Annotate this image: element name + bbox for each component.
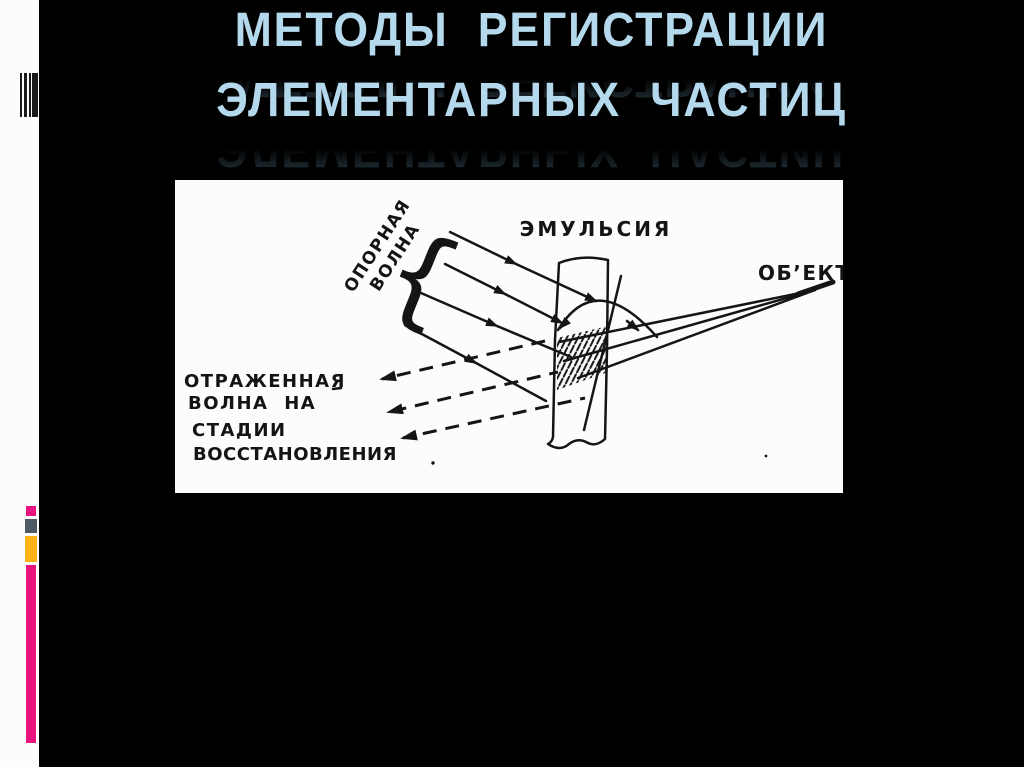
- svg-text:ОТРАЖЕННАЯ: ОТРАЖЕННАЯ: [184, 371, 346, 392]
- pink-square-marker: [26, 506, 36, 516]
- title-line-1: МЕТОДЫ РЕГИСТРАЦИИ: [234, 4, 829, 57]
- object-wavefront-arc: [556, 299, 659, 339]
- barcode-icon: [20, 73, 38, 117]
- hatched-region: [557, 326, 608, 390]
- emulsion-label: ЭМУЛЬСИЯ: [520, 217, 673, 241]
- reference-wave-rays: [403, 230, 598, 403]
- title-line-2: ЭЛЕМЕНТАРНЫХ ЧАСТИЦ: [216, 74, 847, 127]
- reflected-wave-rays: [379, 339, 586, 441]
- reflected-wave-label: ОТРАЖЕННАЯ ВОЛНА НА СТАДИИ ВОССТАНОВЛЕНИ…: [184, 371, 397, 465]
- diagram-panel: {: [175, 180, 843, 493]
- svg-text:СТАДИИ: СТАДИИ: [192, 420, 287, 441]
- yellow-bar-marker: [25, 536, 37, 562]
- pink-column-marker: [26, 565, 36, 743]
- hologram-diagram: {: [184, 196, 843, 465]
- stray-marks: [331, 386, 768, 465]
- object-label: ОБ’ЕКТ: [758, 261, 843, 285]
- slant-line: [582, 274, 623, 432]
- title-line-2-reflection: ЭЛЕМЕНТАРНЫХ ЧАСТИЦ: [216, 123, 847, 176]
- svg-text:ВОЛНА НА: ВОЛНА НА: [188, 393, 316, 414]
- svg-text:ВОССТАНОВЛЕНИЯ: ВОССТАНОВЛЕНИЯ: [193, 444, 397, 465]
- slate-square-marker: [25, 519, 37, 533]
- slide-title: МЕТОДЫ РЕГИСТРАЦИИ МЕТОДЫ РЕГИСТРАЦИИ ЭЛ…: [39, 0, 1024, 177]
- object-rays: [557, 279, 836, 380]
